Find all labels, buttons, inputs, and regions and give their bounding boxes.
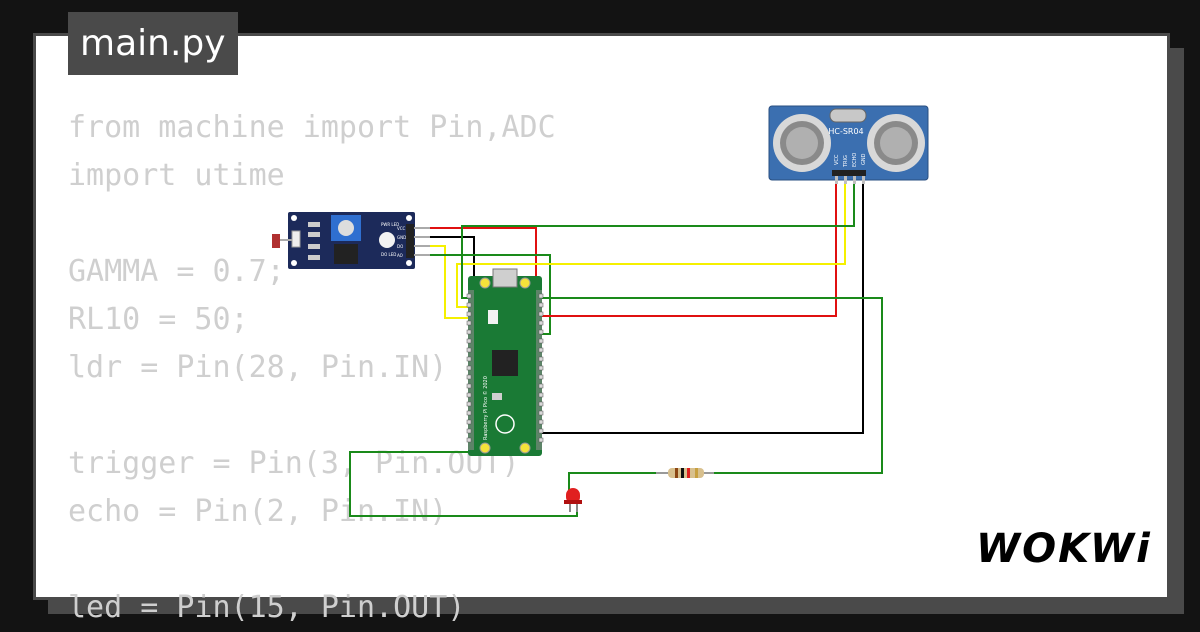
ldr-label-do: DO LED [381,252,396,257]
code-line: ldr = Pin(28, Pin.IN) [68,350,448,385]
code-line: RL10 = 50; [68,302,249,337]
ldr-label-pwr: PWR LED [381,222,399,227]
ldr-pin-vcc: VCC [397,226,406,231]
code-line: GAMMA = 0.7; [68,254,285,289]
wire-green-resistor[interactable] [542,297,883,474]
pico-label: Raspberry Pi Pico © 2020 [482,376,489,440]
wire-green-sr04-echo[interactable] [461,182,855,299]
ldr-module[interactable]: PWR LED DO LED VCC GND DO AO [272,212,430,269]
pico-board[interactable]: Raspberry Pi Pico © 2020 [466,268,544,456]
code-line: import utime [68,158,285,193]
wire-black-sr04-gnd[interactable] [538,182,864,434]
ldr-pin-ao: AO [397,253,403,258]
sr04-pin-gnd: GND [861,153,867,165]
wire-green-led-pico[interactable] [349,451,578,517]
resistor[interactable] [656,468,714,478]
wire-red-sr04-vcc[interactable] [542,182,837,317]
code-line: from machine import Pin,ADC [68,110,556,145]
wire-green-ldr-ao[interactable] [414,254,551,335]
wire-yellow-sr04-trig[interactable] [456,182,846,308]
code-line: led = Pin(15, Pin.OUT) [68,590,466,625]
ldr-pin-do: DO [397,244,403,249]
sr04-pin-trig: TRIG [843,155,849,168]
ultrasonic-sensor[interactable]: HC-SR04 VCC TRIG ECHO GND [768,105,929,184]
file-tab[interactable]: main.py [68,12,238,75]
wokwi-logo: WOKWi [976,526,1152,572]
sr04-pin-vcc: VCC [834,154,840,165]
sr04-pin-echo: ECHO [852,153,858,167]
ldr-pin-gnd: GND [397,235,406,240]
code-line: echo = Pin(2, Pin.IN) [68,494,448,529]
wire-green-led[interactable] [568,472,662,495]
sr04-label: HC-SR04 [828,127,863,136]
led[interactable] [564,488,582,512]
